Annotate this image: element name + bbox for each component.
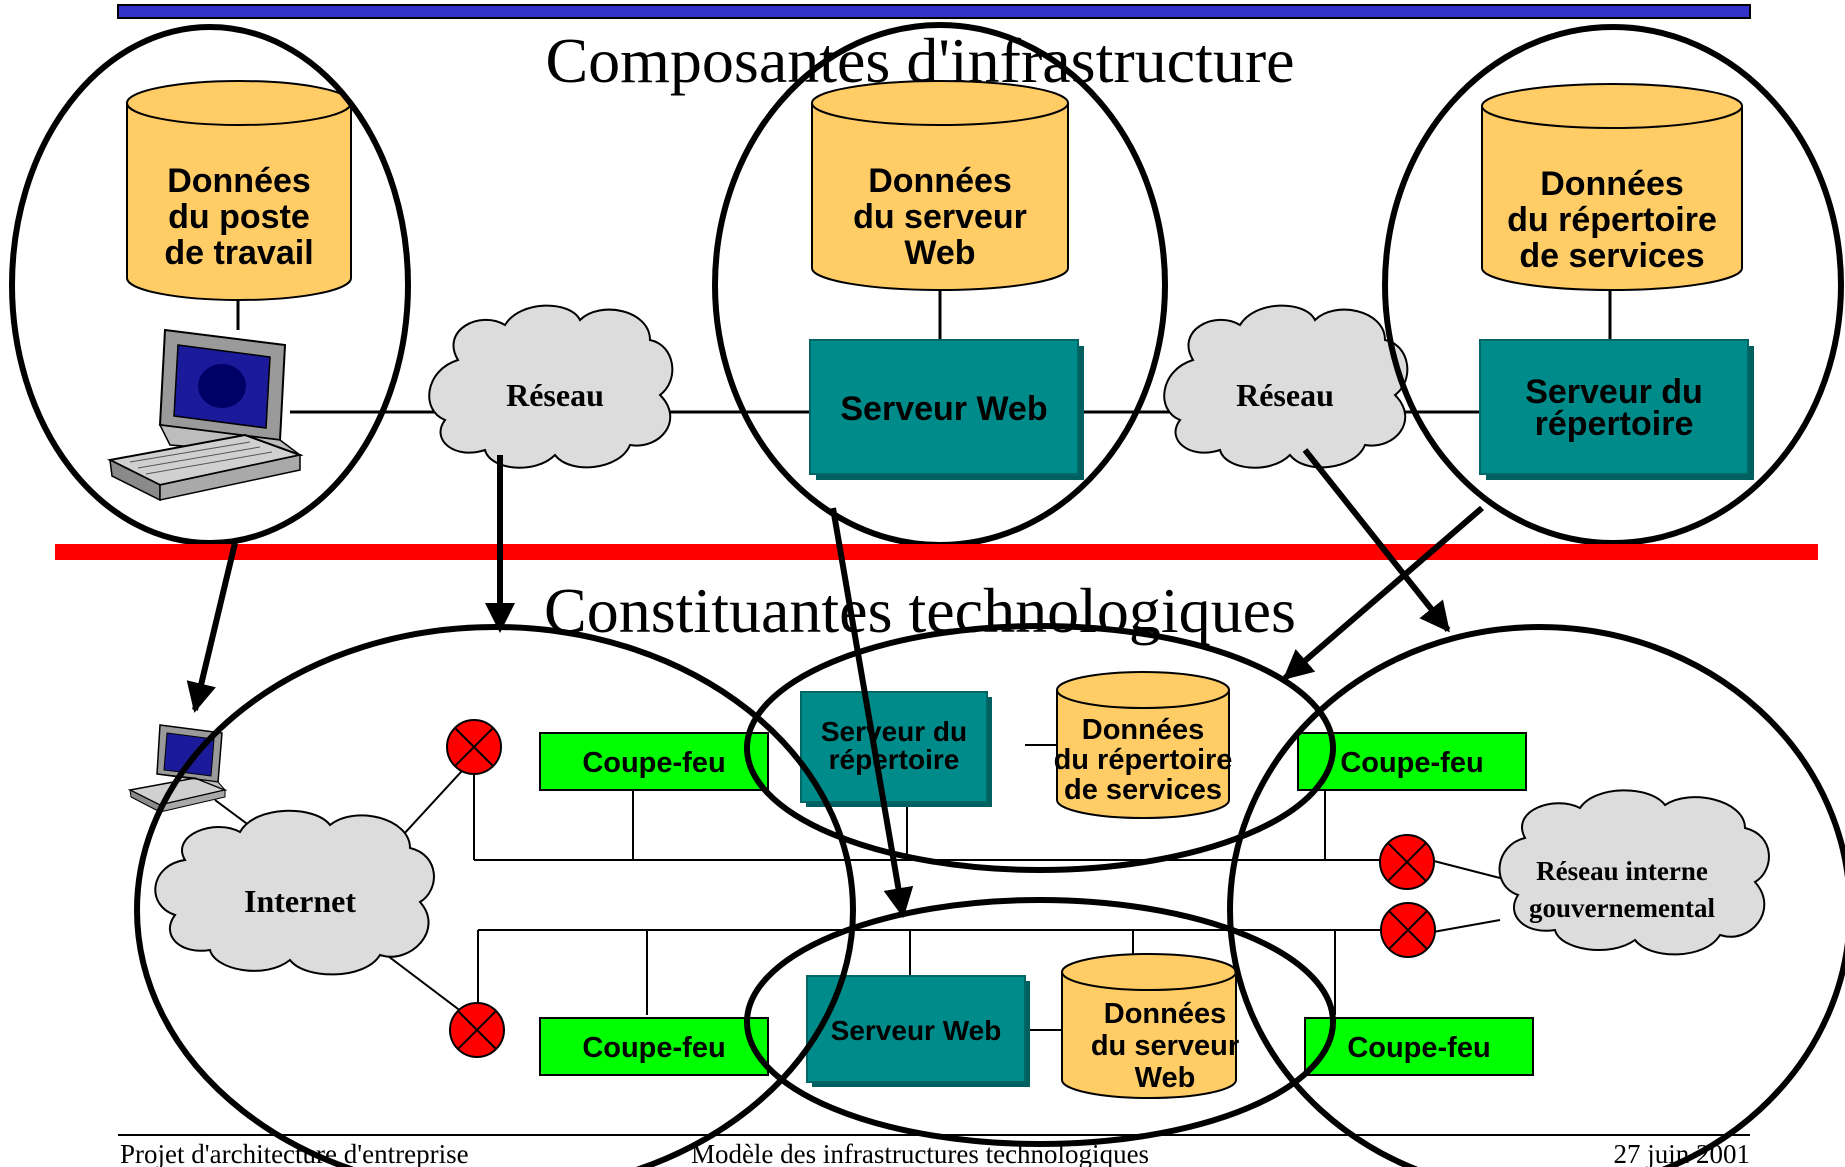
cloud-network-right-label: Réseau: [1236, 377, 1334, 413]
db-webserver-top-line1: Données: [868, 162, 1012, 200]
ellipse-web-zone: [744, 897, 1336, 1147]
db-workstation: Données du poste de travail: [126, 80, 352, 301]
directory-server-bottom: Serveur du répertoire: [800, 691, 992, 807]
firewall-1: Coupe-feu: [539, 732, 769, 791]
footer-center: Modèle des infrastructures technologique…: [691, 1139, 1149, 1167]
cloud-network-right: Réseau: [1163, 304, 1409, 469]
firewall-4-label: Coupe-feu: [1347, 1032, 1490, 1064]
ellipse-workstation: [9, 24, 411, 546]
firewall-2: Coupe-feu: [1297, 732, 1527, 791]
cloud-internet: Internet: [154, 809, 435, 976]
cloud-network-left-label: Réseau: [506, 377, 604, 413]
db-webserver-top-line3: Web: [904, 234, 975, 272]
top-banner: [117, 4, 1751, 19]
directory-server-bottom-line2: répertoire: [829, 744, 960, 775]
cloud-gov-network-line2: gouvernemental: [1529, 893, 1715, 923]
web-server-bottom-label: Serveur Web: [831, 1015, 1002, 1046]
db-workstation-line3: de travail: [164, 234, 313, 272]
db-workstation-line1: Données: [167, 162, 311, 200]
ellipse-gov-zone: [1227, 624, 1845, 1167]
db-directory-top-line3: de services: [1519, 237, 1704, 275]
firewall-3: Coupe-feu: [539, 1017, 769, 1076]
db-webserver-bottom-line1: Données: [1104, 998, 1226, 1030]
directory-server-bottom-line1: Serveur du: [821, 716, 967, 747]
arrow-network-right: [1302, 448, 1451, 633]
directory-server-top-line2: répertoire: [1535, 405, 1694, 443]
db-directory-top-line2: du répertoire: [1507, 201, 1717, 239]
mapping-arrows: [186, 448, 1484, 918]
firewall-1-label: Coupe-feu: [582, 747, 725, 779]
firewall-4: Coupe-feu: [1304, 1017, 1534, 1076]
directory-server-top: Serveur du répertoire: [1479, 339, 1754, 480]
db-webserver-top-line2: du serveur: [853, 198, 1027, 236]
router-icon: [1380, 902, 1436, 958]
db-directory-bottom-line2: du répertoire: [1054, 744, 1233, 776]
web-server-top: Serveur Web: [809, 339, 1084, 480]
db-webserver-bottom-line3: Web: [1135, 1062, 1196, 1094]
footer-left: Projet d'architecture d'entreprise: [120, 1139, 469, 1167]
db-directory-top-line1: Données: [1540, 165, 1684, 203]
router-icon: [446, 719, 502, 775]
web-server-bottom: Serveur Web: [806, 975, 1030, 1087]
footer-right: 27 juin 2001: [1613, 1139, 1750, 1167]
arrow-webserver: [830, 507, 914, 918]
db-directory-bottom-line1: Données: [1082, 714, 1204, 746]
separator-bar: [55, 544, 1818, 560]
db-webserver-top: Données du serveur Web: [811, 80, 1069, 291]
router-icon: [449, 1002, 505, 1058]
web-server-top-label: Serveur Web: [840, 390, 1047, 428]
laptop-icon: [106, 328, 304, 502]
cloud-gov-network: Réseau interne gouvernemental: [1498, 789, 1770, 956]
directory-server-top-line1: Serveur du: [1525, 373, 1703, 411]
firewall-2-label: Coupe-feu: [1340, 747, 1483, 779]
db-directory-bottom: Données du répertoire de services: [1054, 671, 1233, 819]
router-icon: [1379, 834, 1435, 890]
ellipse-directory-zone: [744, 623, 1336, 873]
routers: [446, 719, 1436, 1058]
arrow-workstation: [186, 542, 238, 713]
db-webserver-bottom-line2: du serveur: [1091, 1030, 1239, 1062]
firewall-3-label: Coupe-feu: [582, 1032, 725, 1064]
db-directory-bottom-line3: de services: [1064, 774, 1222, 806]
cloud-gov-network-line1: Réseau interne: [1536, 856, 1708, 886]
db-workstation-line2: du poste: [168, 198, 310, 236]
ellipse-directory: [1382, 24, 1844, 546]
db-webserver-bottom: Données du serveur Web: [1061, 953, 1239, 1099]
db-directory-top: Données du répertoire de services: [1481, 83, 1743, 291]
arrow-directory: [1282, 505, 1484, 681]
cloud-network-left: Réseau: [428, 304, 674, 469]
cloud-internet-label: Internet: [244, 883, 356, 919]
